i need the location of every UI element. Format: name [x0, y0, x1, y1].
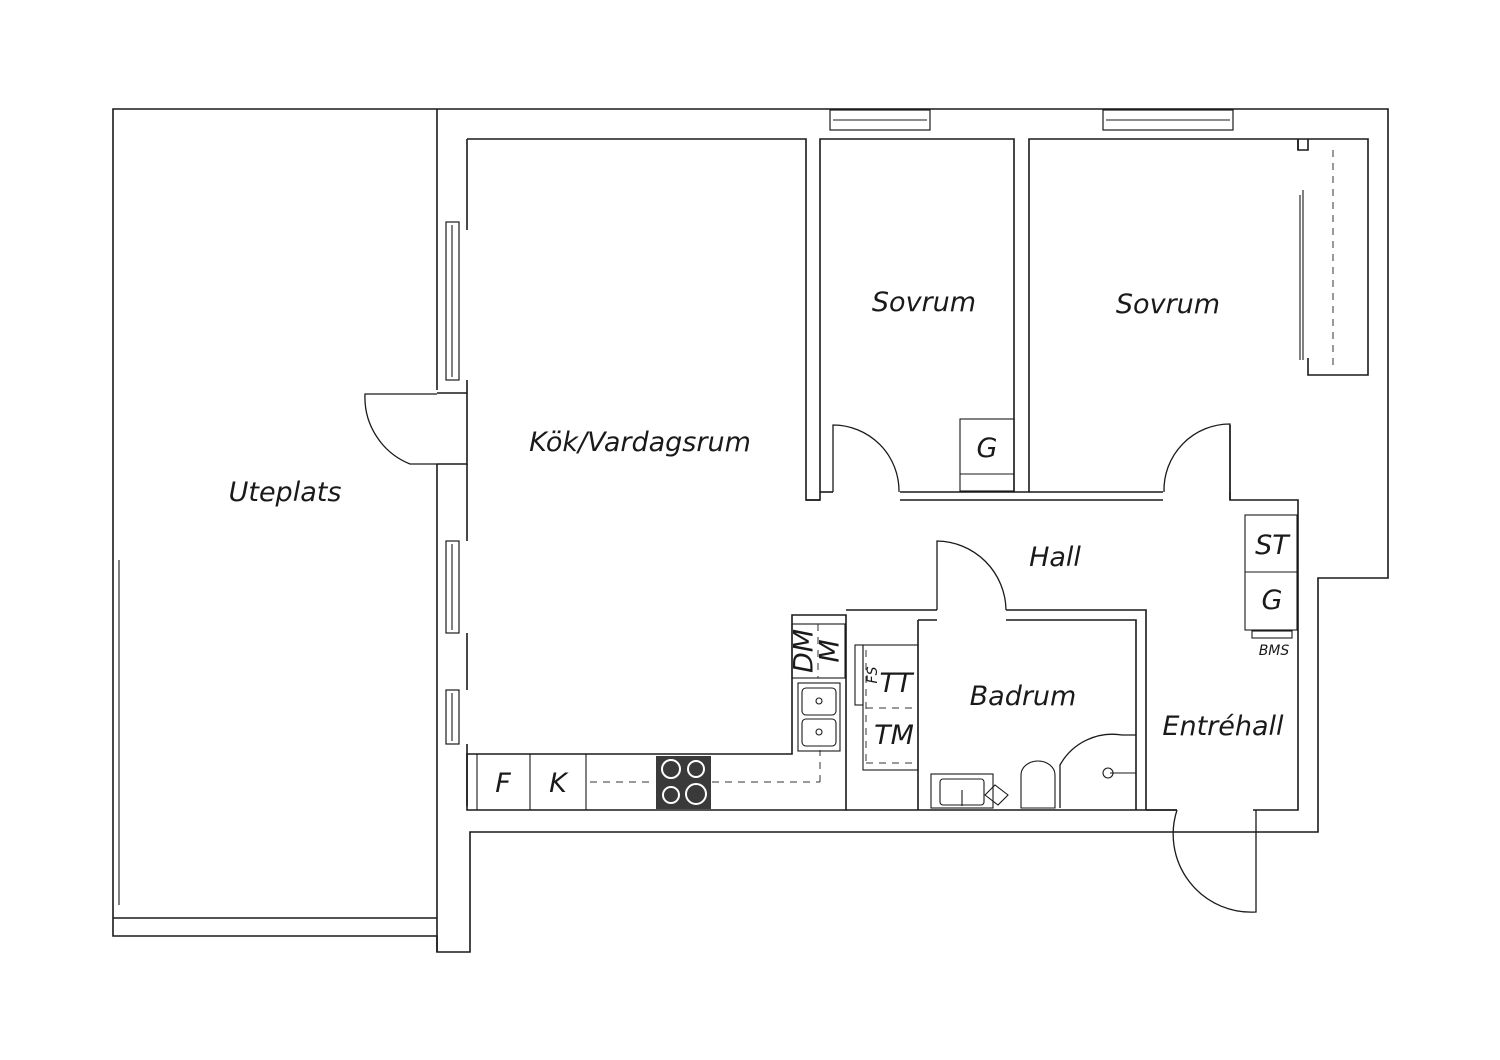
room-labels: Uteplats Kök/Vardagsrum Sovrum Sovrum Ha… [229, 287, 1284, 742]
label-dryer: TT [880, 668, 915, 699]
label-microwave: M [815, 639, 846, 662]
kitchen-fixtures [476, 623, 846, 810]
fixture-labels: F K DM M TT TM FS G ST G BMS [495, 433, 1291, 799]
interior-walls [437, 138, 1369, 811]
label-kok-vardagsrum: Kök/Vardagsrum [529, 427, 751, 458]
label-hall: Hall [1029, 542, 1081, 573]
doors [364, 393, 1257, 913]
door-entrance [1172, 809, 1257, 913]
label-storage: ST [1255, 530, 1291, 561]
label-entrehall: Entréhall [1162, 711, 1284, 742]
entrance-storage [1244, 514, 1298, 639]
toilet [1020, 760, 1056, 809]
label-wardrobe-entrance: G [1262, 585, 1283, 616]
label-bms: BMS [1259, 643, 1290, 659]
bedroom-wardrobe [959, 418, 1015, 492]
label-uteplats: Uteplats [229, 477, 342, 508]
shower-screen [1059, 733, 1136, 808]
door-balcony [364, 393, 437, 465]
label-sovrum-2: Sovrum [1116, 289, 1220, 320]
label-wardrobe-bedroom: G [977, 433, 998, 464]
label-sovrum-1: Sovrum [872, 287, 976, 318]
label-washer: TM [874, 720, 914, 751]
bathroom-fixtures [930, 733, 1136, 809]
door-bedroom-1 [832, 424, 900, 493]
kitchen-sink [797, 682, 841, 752]
label-freezer: K [549, 768, 569, 799]
windows [445, 109, 1234, 745]
washbasin [930, 773, 994, 809]
door-bathroom [936, 540, 1007, 611]
label-badrum: Badrum [970, 681, 1077, 712]
label-fridge: F [495, 768, 511, 799]
laundry-fixtures [854, 644, 919, 771]
door-bedroom-2 [1163, 423, 1231, 493]
label-fs: FS [865, 666, 881, 683]
label-dishwasher: DM [789, 629, 820, 673]
outer-walls [112, 108, 1389, 953]
